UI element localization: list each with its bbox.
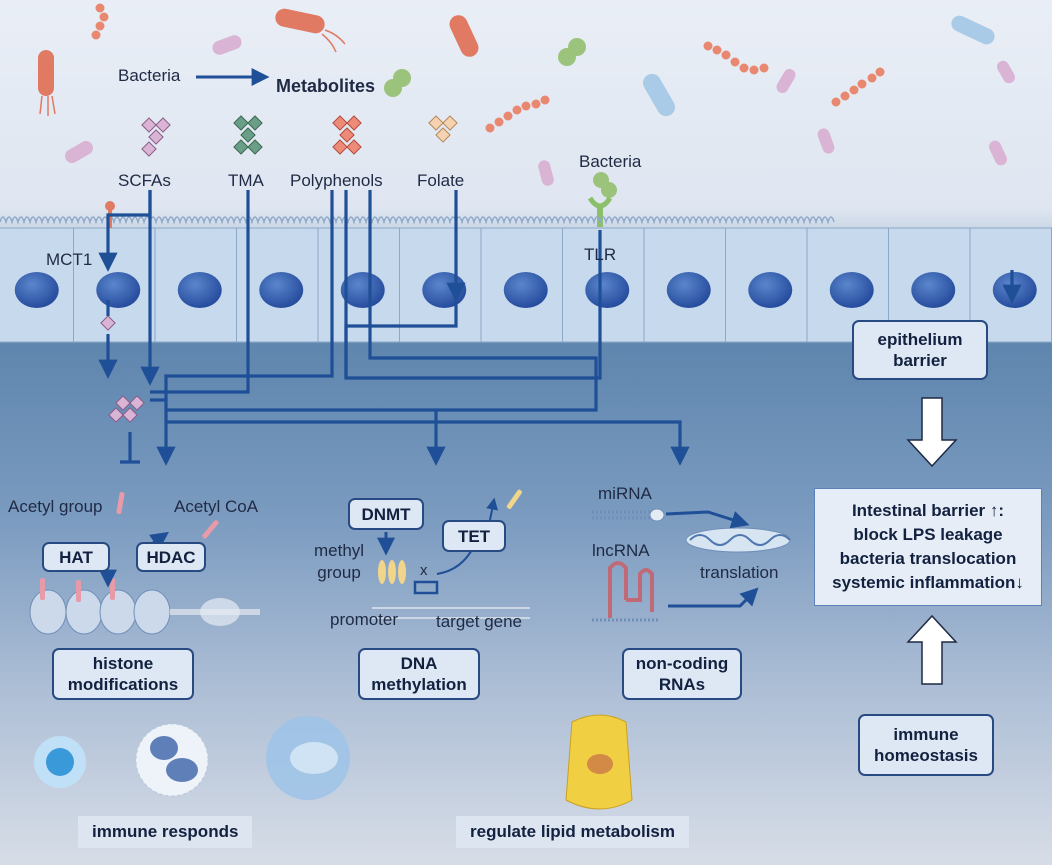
tma-icon	[233, 115, 263, 155]
tlr-label: TLR	[584, 245, 617, 264]
pathway-arrows	[98, 190, 1022, 466]
target-gene-label: target gene	[436, 612, 523, 631]
polyphenol-dna-line	[166, 190, 598, 412]
white-arrow-down	[906, 397, 958, 468]
scfa-icon	[141, 117, 171, 157]
cell-nucleus	[585, 272, 630, 308]
rod-bacterium-icon	[989, 140, 1007, 166]
chain-bacterium-icon	[703, 41, 769, 75]
rod-bacterium-icon	[212, 35, 242, 55]
metabolite-green-icon	[384, 69, 411, 97]
tet-box: TET	[442, 520, 506, 552]
rod-bacterium-icon	[997, 60, 1015, 84]
tma-line	[150, 190, 250, 394]
translation-label: translation	[700, 563, 779, 582]
metabolite-label-polyphenols: Polyphenols	[290, 171, 383, 190]
neutrophil-icon	[135, 723, 209, 797]
scfa-inside-cell-icon	[100, 315, 116, 331]
bacteria-label: Bacteria	[118, 66, 181, 85]
dnmt-box: DNMT	[348, 498, 424, 530]
metabolite-label-folate: Folate	[417, 171, 465, 190]
diplococcus-icon	[558, 38, 586, 66]
immune-responds-label: immune responds	[78, 816, 253, 848]
cell-nucleus	[992, 272, 1037, 308]
mct1-receptor-icon	[105, 201, 115, 228]
metabolite-label-tma: TMA	[228, 171, 264, 190]
cell-nucleus	[748, 272, 793, 308]
nuclear-scfa-icon	[108, 395, 145, 423]
mirna-arrow	[665, 510, 750, 529]
cell-nucleus	[829, 272, 874, 308]
cell-nucleus	[259, 272, 304, 308]
rod-bacterium-icon	[449, 15, 479, 57]
nucleosome-icons	[29, 492, 260, 635]
macrophage-icon	[266, 716, 350, 800]
polyphenol-icon	[332, 115, 362, 155]
intestinal-barrier-box: Intestinal barrier ↑: block LPS leakage …	[814, 488, 1042, 606]
white-arrow-up	[906, 614, 958, 685]
to-ncrna-arrow	[166, 420, 690, 466]
x-mark-label: x	[420, 562, 428, 579]
mirna-label: miRNA	[598, 484, 652, 503]
cell-nucleus	[14, 272, 59, 308]
adipocyte-icon	[565, 714, 633, 810]
rod-bacterium-icon	[65, 141, 93, 163]
hdac-box: HDAC	[136, 542, 206, 572]
rod-bacterium-icon	[817, 128, 835, 154]
cell-nucleus	[666, 272, 711, 308]
promoter-label: promoter	[330, 610, 399, 629]
cell-nucleus	[911, 272, 956, 308]
folate-icon	[428, 115, 458, 143]
ncrna-figure	[592, 508, 791, 622]
metabolite-label-scfas: SCFAs	[118, 171, 171, 190]
chain-bacterium-icon	[831, 67, 885, 107]
hat-box: HAT	[42, 542, 110, 572]
acetyl-coa-label: Acetyl CoA	[174, 497, 259, 516]
lipid-metabolism-label: regulate lipid metabolism	[456, 816, 689, 848]
cell-nucleus	[177, 272, 222, 308]
rod-bacterium-icon	[643, 73, 675, 117]
rod-bacterium-icon	[951, 15, 995, 45]
bacteria-tlr-label: Bacteria	[579, 152, 642, 171]
chain-bacterium-icon	[485, 95, 550, 133]
rod-bacterium-icon	[275, 8, 346, 53]
cell-nucleus	[422, 272, 467, 308]
lymphocyte-icon	[34, 736, 86, 788]
mct1-label: MCT1	[46, 250, 93, 269]
rod-bacterium-icon	[776, 68, 796, 94]
metabolites-label: Metabolites	[276, 76, 376, 96]
lncrna-arrow	[668, 587, 759, 608]
brush-border	[0, 216, 835, 225]
rod-bacterium-icon	[538, 160, 554, 186]
cell-nucleus	[340, 272, 385, 308]
cell-nucleus	[96, 272, 141, 308]
lncrna-label: lncRNA	[592, 541, 650, 560]
rod-bacterium-icon	[38, 50, 56, 116]
tet-arrow	[486, 497, 499, 521]
cell-nucleus	[503, 272, 548, 308]
dna-methylation-figure	[372, 489, 530, 619]
gut-bacteria-group	[38, 3, 1015, 186]
chain-bacterium-icon	[91, 3, 109, 40]
polyphenol-to-histone-arrow	[156, 190, 334, 466]
tlr-bacterium-icon	[587, 172, 617, 227]
acetyl-group-label: Acetyl group	[8, 497, 103, 516]
